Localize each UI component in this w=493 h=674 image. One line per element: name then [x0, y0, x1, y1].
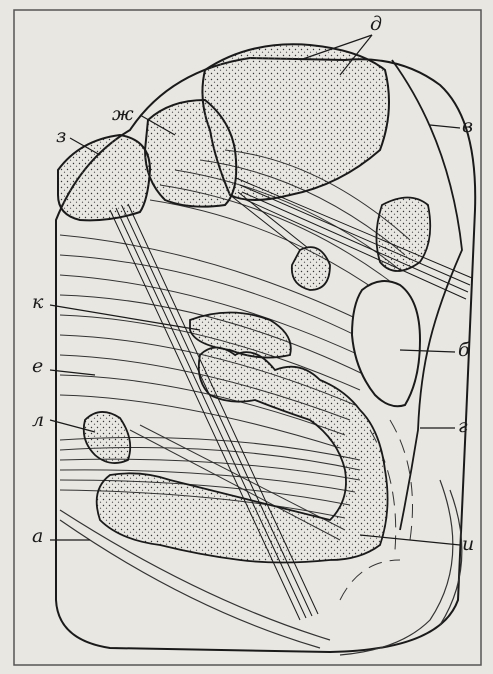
label-k: к — [32, 291, 44, 313]
label-b: б — [458, 339, 470, 361]
label-i: и — [462, 533, 474, 555]
label-v: в — [462, 115, 473, 137]
label-e: е — [32, 355, 43, 377]
label-a: а — [32, 525, 43, 547]
label-z: з — [56, 125, 66, 147]
label-g: г — [458, 415, 468, 437]
label-d: д — [370, 13, 382, 35]
nucleus-v-oval — [376, 198, 430, 272]
label-zh: ж — [112, 103, 134, 125]
nucleus-small-top — [292, 247, 330, 290]
label-l: л — [32, 409, 44, 431]
